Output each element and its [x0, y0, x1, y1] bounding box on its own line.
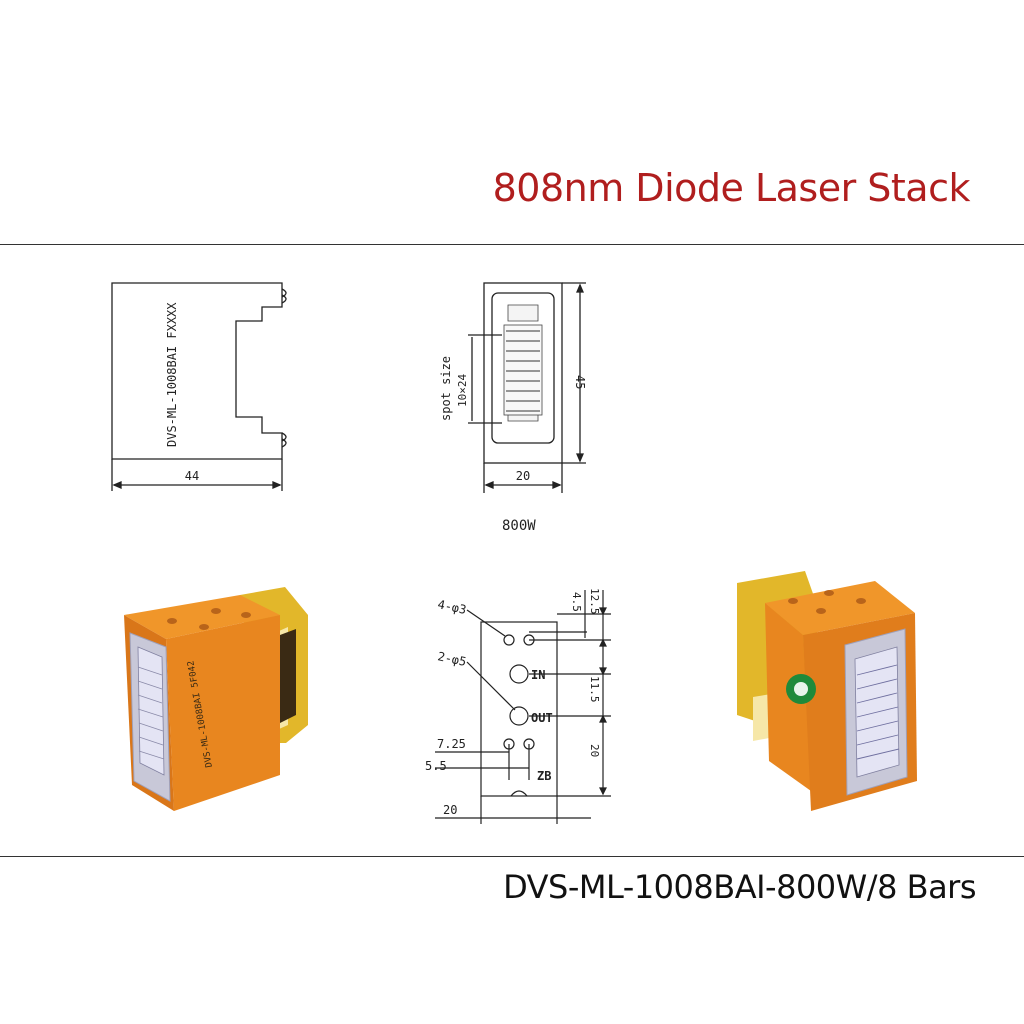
- bar-stack: [503, 304, 543, 422]
- zb-label: ZB: [537, 769, 551, 783]
- hole-spec-2x5: 2-φ5: [436, 649, 467, 669]
- front-view-drawing: spot size 10×24 45 20: [439, 282, 587, 493]
- photo-left-bars: [137, 666, 165, 760]
- dim-20-vertical: 20: [588, 744, 601, 757]
- bottom-divider: [0, 856, 1024, 857]
- photo-right-bars: [856, 664, 900, 760]
- spot-size-value: 10×24: [456, 374, 469, 407]
- dim-20-horizontal: 20: [443, 803, 457, 817]
- hole-spec-4x3: 4-φ3: [436, 597, 467, 617]
- module-photo-left: DVS-ML-1008BAI 5F042: [124, 587, 308, 811]
- dim-12-5: 12.5: [588, 588, 601, 615]
- side-view-drawing: DVS-ML-1008BAI FXXXX 44: [111, 282, 287, 491]
- top-divider: [0, 244, 1024, 245]
- side-width-dimension: 44: [185, 469, 199, 483]
- side-view-marking: DVS-ML-1008BAI FXXXX: [165, 302, 179, 447]
- dim-7-25: 7.25: [437, 737, 466, 751]
- dim-5-5: 5.5: [425, 759, 447, 773]
- dim-4-5: 4.5: [570, 592, 583, 612]
- dim-11-5: 11.5: [588, 676, 601, 703]
- module-photo-right: [737, 571, 917, 811]
- back-view-drawing: 4-φ3 2-φ5 IN OUT ZB 4.5 12.5 11.5 20 7.2…: [425, 588, 611, 824]
- power-label: 800W: [502, 518, 536, 534]
- model-number: DVS-ML-1008BAI-800W/8 Bars: [503, 868, 976, 906]
- page-title: 808nm Diode Laser Stack: [492, 166, 971, 210]
- in-port-label: IN: [531, 668, 545, 682]
- front-width-dimension: 20: [516, 469, 530, 483]
- spot-size-label: spot size: [439, 356, 453, 421]
- out-port-label: OUT: [531, 711, 553, 725]
- front-height-dimension: 45: [573, 375, 587, 389]
